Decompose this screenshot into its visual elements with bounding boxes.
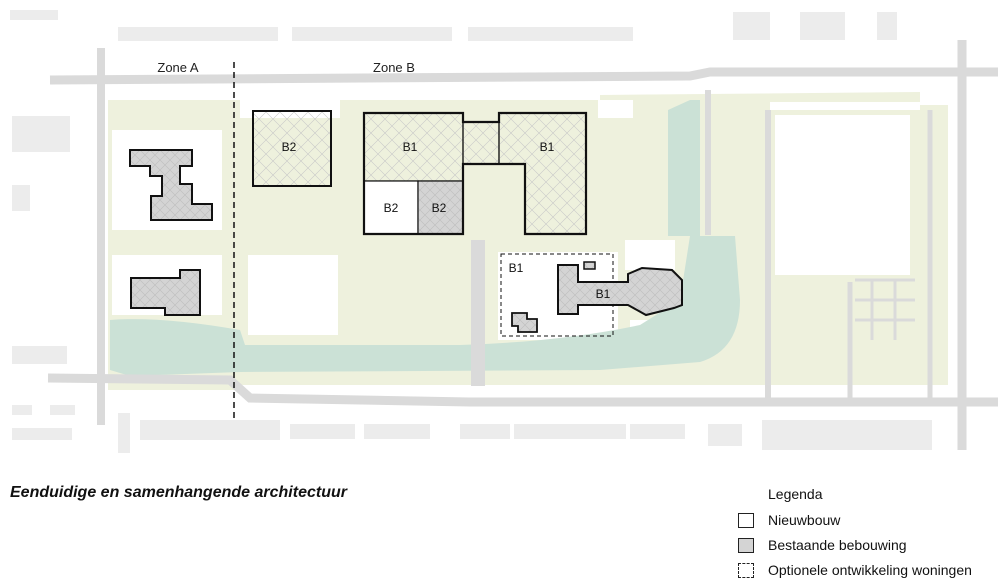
map-caption: Eenduidige en samenhangende architectuur	[10, 484, 347, 501]
site-map: Zone A Zone B B2 B1 B1 B2 B2 B1 B1	[10, 10, 998, 453]
optional-housing-swatch	[738, 562, 754, 578]
roads	[47, 40, 998, 450]
water	[110, 100, 740, 376]
legend-item-existing-buildings: Bestaande bebouwing	[738, 536, 1000, 554]
building-label-b2-west: B2	[282, 140, 297, 154]
new-build-swatch	[738, 512, 754, 528]
building-label-b1-complex-east: B1	[540, 140, 555, 154]
existing-building-zone-a-south	[130, 269, 201, 316]
legend-item-new-build: Nieuwbouw	[738, 511, 1000, 529]
legend-item-label: Nieuwbouw	[768, 512, 841, 528]
zone-a-label: Zone A	[157, 60, 199, 75]
zone-b-label: Zone B	[373, 60, 415, 75]
building-label-b1-complex-west: B1	[403, 140, 418, 154]
existing-buildings-swatch	[738, 537, 754, 553]
building-label-b2-complex-right: B2	[432, 201, 447, 215]
legend-item-optional-housing: Optionele ontwikkeling woningen	[738, 561, 1000, 579]
existing-building-east	[557, 264, 683, 317]
building-label-b1-optional: B1	[509, 261, 524, 275]
existing-building-small-south	[511, 312, 538, 333]
building-label-b2-complex-left: B2	[384, 201, 399, 215]
surrounding-blocks	[10, 10, 932, 453]
existing-building-small-north	[583, 261, 596, 270]
existing-building-zone-a-north	[129, 149, 213, 221]
building-label-b1-east: B1	[596, 287, 611, 301]
legend-item-label: Bestaande bebouwing	[768, 537, 907, 553]
optional-development-area	[500, 253, 614, 337]
legend-item-label: Optionele ontwikkeling woningen	[768, 562, 972, 578]
new-building-complex	[362, 111, 588, 236]
legend-title: Legenda	[768, 486, 823, 502]
new-building-b2-west	[252, 110, 332, 187]
legend: Legenda Nieuwbouw Bestaande bebouwing Op…	[738, 486, 1000, 586]
